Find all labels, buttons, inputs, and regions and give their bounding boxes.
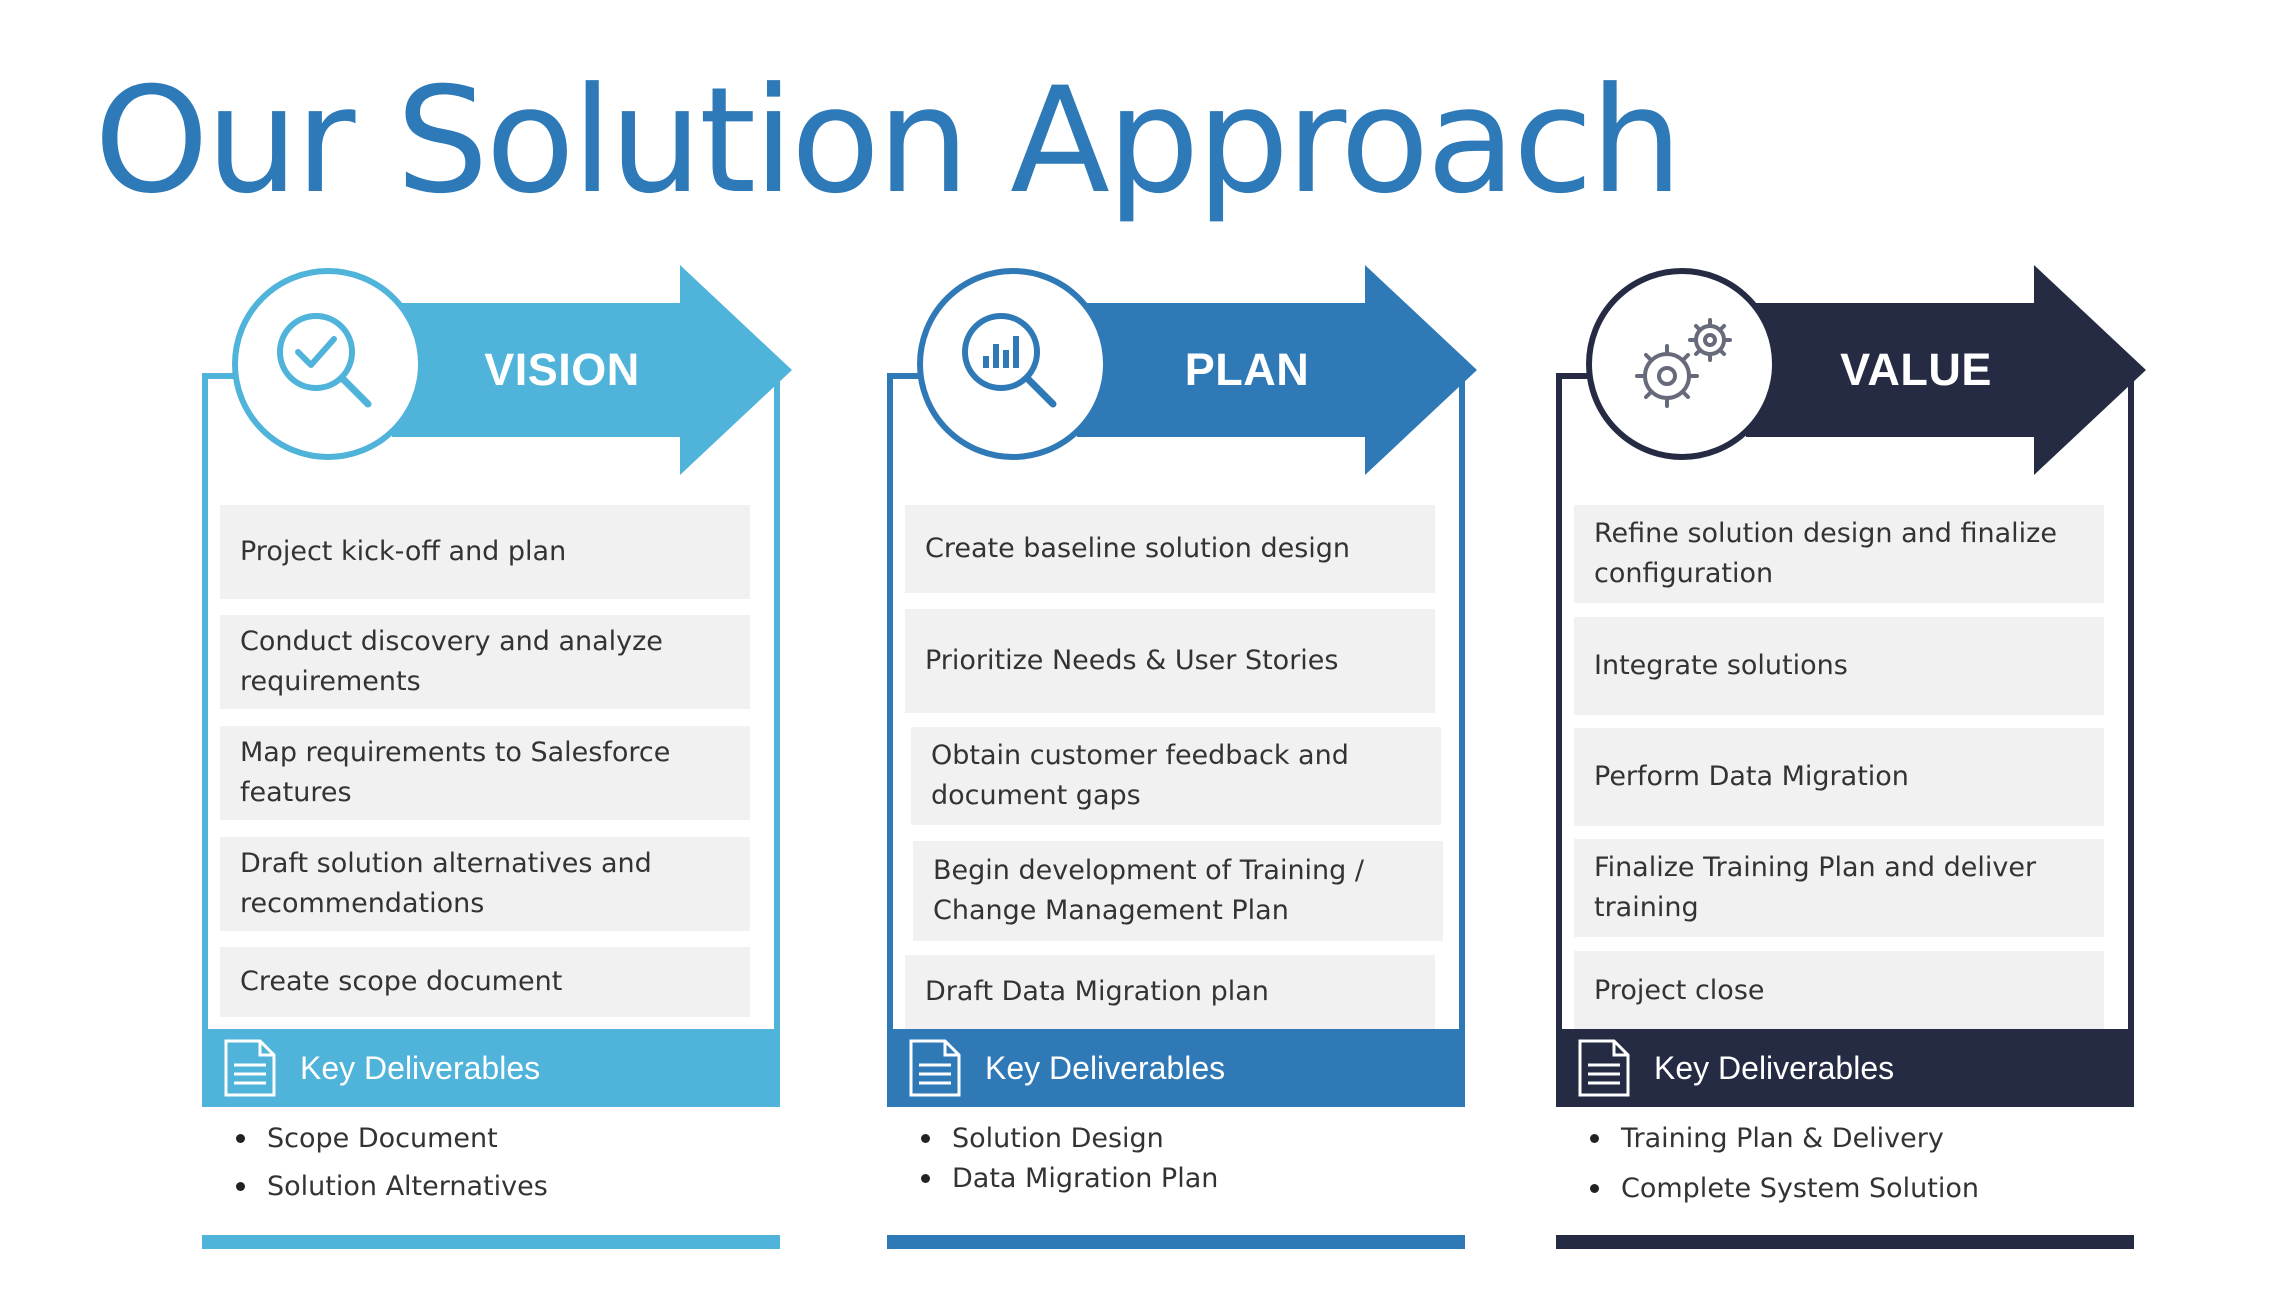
key-deliverables-bar: Key Deliverables bbox=[887, 1029, 1465, 1107]
column-bottom-rule bbox=[887, 1235, 1465, 1249]
phase-arrow bbox=[392, 265, 792, 475]
deliverable-text: Solution Alternatives bbox=[267, 1171, 548, 1202]
activity-item: Draft solution alternatives and recommen… bbox=[220, 837, 750, 931]
phase-arrow bbox=[1077, 265, 1477, 475]
deliverable-item: Scope Document bbox=[230, 1123, 498, 1154]
deliverable-item: Solution Alternatives bbox=[230, 1171, 548, 1202]
key-deliverables-label: Key Deliverables bbox=[300, 1049, 541, 1086]
activity-item: Create scope document bbox=[220, 947, 750, 1017]
key-deliverables-label: Key Deliverables bbox=[985, 1049, 1226, 1086]
deliverable-text: Data Migration Plan bbox=[952, 1163, 1219, 1194]
column-bottom-rule bbox=[202, 1235, 780, 1249]
key-deliverables-bar: Key Deliverables bbox=[1556, 1029, 2134, 1107]
deliverable-text: Solution Design bbox=[952, 1123, 1164, 1154]
activity-item: Draft Data Migration plan bbox=[905, 955, 1435, 1029]
key-deliverables-bar: Key Deliverables bbox=[202, 1029, 780, 1107]
deliverable-item: Complete System Solution bbox=[1584, 1173, 1979, 1204]
bullet bbox=[921, 1174, 930, 1183]
phase-label: VISION bbox=[484, 344, 640, 395]
document-icon bbox=[224, 1039, 276, 1097]
activity-item: Project close bbox=[1574, 951, 2104, 1031]
activity-item: Refine solution design and finalize conf… bbox=[1574, 505, 2104, 603]
activity-item: Integrate solutions bbox=[1574, 617, 2104, 715]
activity-item: Conduct discovery and analyze requiremen… bbox=[220, 615, 750, 709]
activity-item: Obtain customer feedback and document ga… bbox=[911, 727, 1441, 825]
document-icon bbox=[909, 1039, 961, 1097]
phase-column-value: VALUE Refine solution design and finaliz… bbox=[1556, 265, 2146, 1265]
gears-icon bbox=[1586, 268, 1778, 460]
deliverable-text: Complete System Solution bbox=[1621, 1173, 1979, 1204]
document-icon bbox=[1578, 1039, 1630, 1097]
magnifier-chart-icon bbox=[917, 268, 1109, 460]
phase-column-plan: PLAN Create baseline solution design Pri… bbox=[887, 265, 1477, 1265]
deliverable-item: Training Plan & Delivery bbox=[1584, 1123, 1944, 1154]
activity-item: Prioritize Needs & User Stories bbox=[905, 609, 1435, 713]
magnifier-check-icon bbox=[232, 268, 424, 460]
phase-label: PLAN bbox=[1184, 344, 1310, 395]
phase-label: VALUE bbox=[1840, 344, 1992, 395]
phase-column-vision: VISION Project kick-off and plan Conduct… bbox=[202, 265, 792, 1265]
phase-arrow bbox=[1746, 265, 2146, 475]
bullet bbox=[236, 1134, 245, 1143]
bullet bbox=[236, 1182, 245, 1191]
activity-item: Map requirements to Salesforce features bbox=[220, 726, 750, 820]
key-deliverables-label: Key Deliverables bbox=[1654, 1049, 1895, 1086]
activity-item: Perform Data Migration bbox=[1574, 728, 2104, 826]
bullet bbox=[1590, 1184, 1599, 1193]
deliverable-text: Training Plan & Delivery bbox=[1621, 1123, 1944, 1154]
activity-item: Project kick-off and plan bbox=[220, 505, 750, 599]
bullet bbox=[1590, 1134, 1599, 1143]
activity-item: Finalize Training Plan and deliver train… bbox=[1574, 839, 2104, 937]
activity-item: Begin development of Training / Change M… bbox=[913, 841, 1443, 941]
activity-item: Create baseline solution design bbox=[905, 505, 1435, 593]
deliverable-item: Data Migration Plan bbox=[915, 1163, 1218, 1194]
bullet bbox=[921, 1134, 930, 1143]
column-bottom-rule bbox=[1556, 1235, 2134, 1249]
deliverable-text: Scope Document bbox=[267, 1123, 498, 1154]
deliverable-item: Solution Design bbox=[915, 1123, 1164, 1154]
page-title: Our Solution Approach bbox=[94, 56, 1683, 226]
